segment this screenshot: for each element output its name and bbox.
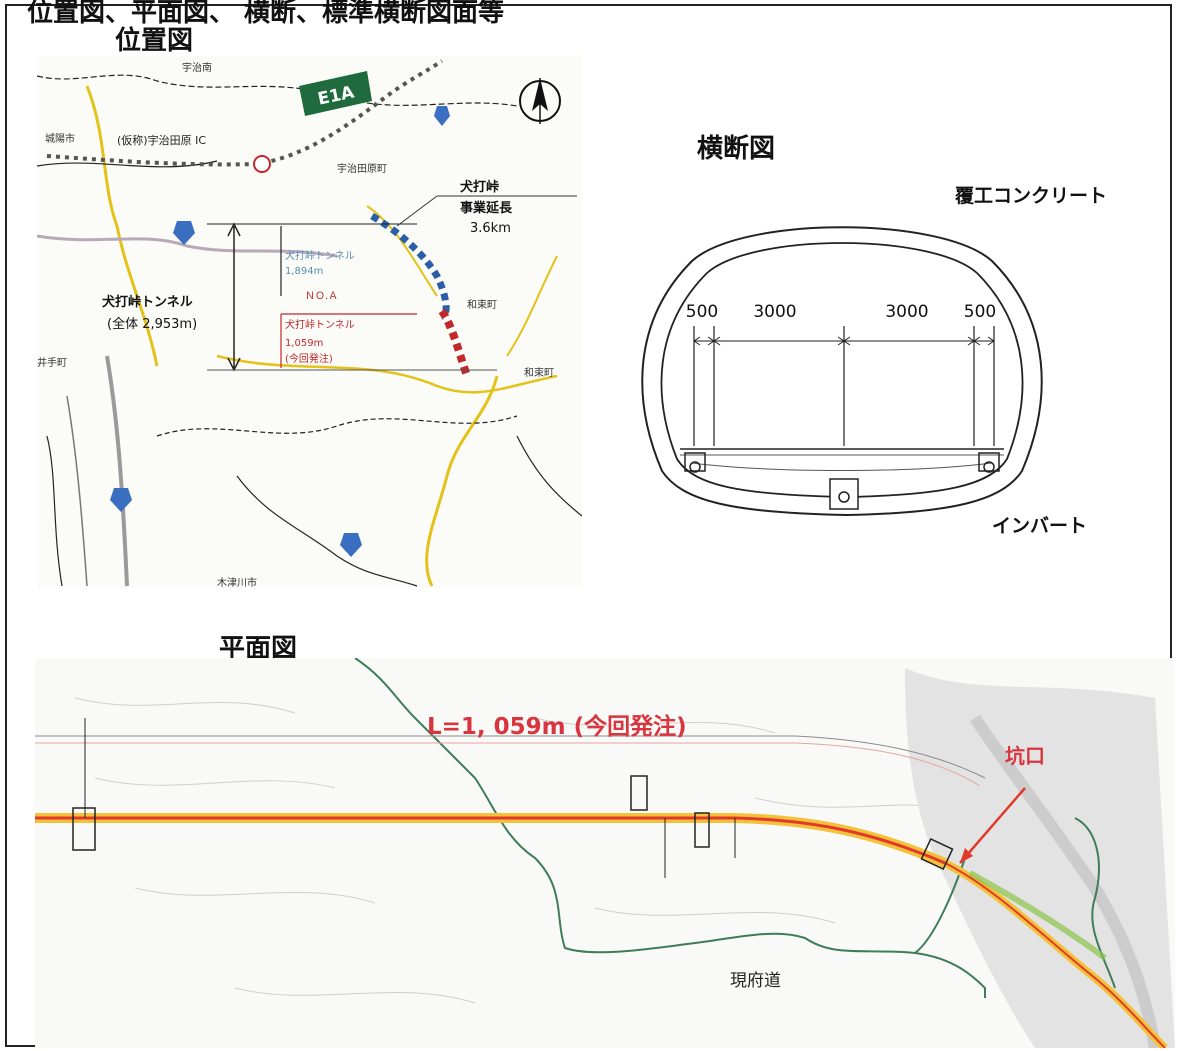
place-label: 和束町 — [467, 299, 497, 311]
center-drain-icon — [829, 478, 859, 510]
north-arrow-icon — [519, 78, 561, 124]
tunnel-segment-b-note: (今回発注) — [285, 352, 333, 365]
header-partial-text: 位置図、平面図、 横断、標準横断図面等 — [27, 0, 505, 28]
ic-marker — [253, 155, 271, 173]
tunnel-alignment-line — [35, 816, 946, 865]
drawing-frame: 位置図、平面図、 横断、標準横断図面等 位置図 E1A — [5, 0, 1175, 1048]
side-drain-right-icon — [978, 452, 1000, 473]
length-label: L=1, 059m (今回発注) — [427, 713, 687, 740]
place-label: 宇治田原町 — [337, 162, 387, 175]
ic-label: (仮称)宇治田原 IC — [117, 133, 206, 147]
project-label-name: 犬打峠 — [460, 179, 499, 195]
place-label: 和束町 — [524, 367, 554, 379]
portal-label: 坑口 — [1005, 744, 1045, 768]
tunnel-segment-a-length: 1,894m — [285, 266, 323, 277]
plan-view-drawing: L=1, 059m (今回発注) 坑口 現府道 — [35, 658, 1175, 1048]
tunnel-cross-section: 500 3000 3000 500 — [641, 226, 1043, 517]
dimension-label: 500 — [686, 302, 718, 322]
current-order-line — [438, 308, 471, 378]
lining-concrete-label: 覆工コンクリート — [955, 185, 1108, 207]
tunnel-segment-a-name: 犬打峠トンネル — [285, 249, 355, 262]
portal-arrow-icon — [959, 787, 1026, 864]
expressway-sign: E1A — [299, 71, 372, 116]
location-map-title: 位置図 — [115, 26, 194, 56]
dimension-label: 500 — [964, 302, 996, 322]
project-label-caption: 事業延長 — [460, 200, 513, 216]
midpoint-label: ＮＯ.Ａ — [305, 291, 338, 302]
place-label: 木津川市 — [217, 576, 257, 588]
tunnel-total-name: 犬打峠トンネル — [102, 294, 193, 310]
dimension-label: 3000 — [753, 302, 796, 322]
location-map: E1A 宇治南 城陽市 宇治田原町 和束町 井手町 — [37, 56, 582, 588]
place-label: 城陽市 — [45, 132, 75, 145]
route-shield-icon — [173, 221, 195, 245]
place-label: 井手町 — [37, 356, 67, 369]
tunnel-total-length: (全体 2,953m) — [107, 316, 197, 332]
dimension-label: 3000 — [885, 302, 928, 322]
existing-road-label: 現府道 — [730, 971, 781, 991]
invert-label: インバート — [992, 515, 1088, 537]
route-shield-icon — [110, 488, 132, 512]
route-shield-icon — [340, 533, 362, 557]
place-label: 宇治南 — [182, 61, 212, 74]
route-shield-icon — [434, 106, 450, 126]
cross-section-title: 横断図 — [697, 134, 776, 164]
side-drain-left-icon — [684, 452, 706, 473]
tunnel-segment-b-length: 1,059m — [285, 338, 323, 349]
project-length: 3.6km — [470, 221, 511, 236]
tunnel-segment-b-name: 犬打峠トンネル — [285, 318, 355, 331]
